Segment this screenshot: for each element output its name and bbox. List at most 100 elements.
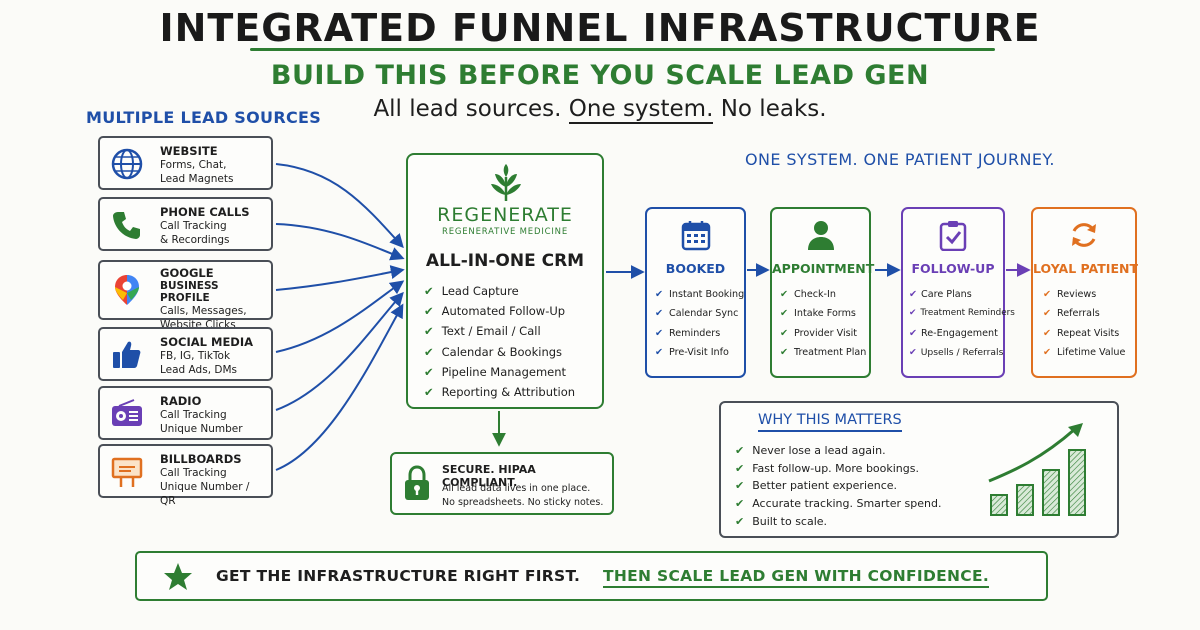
stage-title: FOLLOW-UP (911, 261, 995, 276)
why-card: WHY THIS MATTERS ✔Never lose a lead agai… (719, 401, 1119, 538)
tagline-part-a: All lead sources. (373, 96, 569, 122)
crm-feature: ✔Text / Email / Call (424, 324, 541, 339)
source-title: WEBSITE (160, 144, 218, 158)
source-detail: Lead Magnets (160, 173, 234, 185)
stage-item: ✔Reminders (655, 327, 721, 339)
source-title: SOCIAL MEDIA (160, 335, 254, 349)
source-title: GOOGLE (160, 266, 214, 280)
crm-card: REGENERATE REGENERATIVE MEDICINE ALL-IN-… (406, 153, 604, 409)
lead-sources-title: MULTIPLE LEAD SOURCES (86, 108, 322, 127)
stage-title: LOYAL PATIENT (1033, 261, 1138, 276)
stage-item: ✔Care Plans (909, 289, 972, 300)
source-card-radio: RADIO Call Tracking Unique Number (98, 386, 273, 440)
stage-item: ✔Re-Engagement (909, 327, 998, 339)
check-icon: ✔ (735, 514, 745, 528)
source-title: BILLBOARDS (160, 452, 242, 466)
check-icon: ✔ (909, 289, 918, 300)
check-icon: ✔ (424, 344, 434, 359)
why-item: ✔Built to scale. (735, 514, 828, 528)
why-item: ✔Fast follow-up. More bookings. (735, 461, 919, 475)
stage-appointment: APPOINTMENT ✔Check-In ✔Intake Forms ✔Pro… (770, 207, 875, 378)
check-icon: ✔ (735, 444, 745, 457)
check-icon: ✔ (424, 304, 434, 319)
source-detail: & Recordings (160, 234, 230, 246)
radio-icon (112, 399, 142, 426)
stage-item: ✔Repeat Visits (1043, 327, 1120, 339)
stage-item: ✔Reviews (1043, 289, 1097, 300)
why-list: ✔Never lose a lead again. ✔Fast follow-u… (735, 442, 941, 531)
stage-booked: BOOKED ✔Instant Booking ✔Calendar Sync ✔… (645, 207, 746, 378)
growth-chart-icon (988, 423, 1086, 516)
check-icon: ✔ (780, 327, 789, 339)
stage-title: APPOINTMENT (772, 261, 875, 276)
check-icon: ✔ (735, 461, 745, 475)
check-icon: ✔ (1043, 327, 1052, 339)
stage-item: ✔Intake Forms (780, 308, 856, 320)
why-item: ✔Accurate tracking. Smarter spend. (735, 497, 942, 511)
source-detail: Call Tracking (160, 220, 227, 232)
title-underline (250, 48, 995, 51)
source-card-phone-calls: PHONE CALLS Call Tracking & Recordings (98, 197, 273, 251)
why-item: ✔Better patient experience. (735, 479, 898, 493)
check-icon: ✔ (735, 479, 745, 493)
hipaa-title: SECURE. HIPAA COMPLIANT. (442, 463, 536, 489)
source-detail: Forms, Chat, (160, 159, 227, 171)
footer-banner: GET THE INFRASTRUCTURE RIGHT FIRST. THEN… (135, 551, 1048, 601)
tagline: All lead sources. One system. No leaks. (0, 96, 1200, 124)
billboard-icon (111, 457, 143, 487)
check-icon: ✔ (780, 308, 789, 320)
check-icon: ✔ (655, 327, 664, 339)
source-detail: Call Tracking (160, 409, 227, 421)
check-icon: ✔ (780, 347, 789, 359)
source-subtitle: BUSINESS PROFILE (160, 280, 219, 304)
refresh-icon (1072, 223, 1096, 247)
check-icon: ✔ (655, 347, 664, 359)
check-icon: ✔ (424, 324, 434, 339)
brand-name: REGENERATE (437, 204, 573, 226)
crm-feature: ✔Calendar & Bookings (424, 344, 563, 359)
source-card-website: WEBSITE Forms, Chat, Lead Magnets (98, 136, 273, 190)
hipaa-text: No spreadsheets. No sticky notes. (442, 497, 604, 508)
stage-item: ✔Instant Booking (655, 289, 745, 300)
check-icon: ✔ (424, 364, 434, 379)
hipaa-text: All lead data lives in one place. (442, 483, 591, 494)
stage-follow-up: FOLLOW-UP ✔Care Plans ✔Treatment Reminde… (901, 207, 1015, 378)
check-icon: ✔ (424, 385, 434, 400)
footer-text-a: GET THE INFRASTRUCTURE RIGHT FIRST. (216, 567, 581, 585)
globe-icon (111, 148, 143, 180)
stage-item: ✔Check-In (780, 289, 836, 300)
stage-item: ✔Calendar Sync (655, 308, 739, 320)
page-subtitle: BUILD THIS BEFORE YOU SCALE LEAD GEN (270, 60, 930, 91)
crm-feature: ✔Reporting & Attribution (424, 385, 576, 400)
check-icon: ✔ (655, 308, 664, 320)
source-card-social-media: SOCIAL MEDIA FB, IG, TikTok Lead Ads, DM… (98, 327, 273, 381)
check-icon: ✔ (424, 284, 434, 298)
journey-title: ONE SYSTEM. ONE PATIENT JOURNEY. (745, 150, 1055, 169)
check-icon: ✔ (909, 308, 917, 319)
stage-item: ✔Lifetime Value (1043, 347, 1126, 359)
stage-item: ✔Pre-Visit Info (655, 347, 729, 359)
source-title: PHONE CALLS (160, 205, 250, 219)
crm-feature: ✔Automated Follow-Up (424, 304, 566, 319)
crm-title: ALL-IN-ONE CRM (425, 251, 585, 271)
stage-item-list: ✔Check-In ✔Intake Forms ✔Provider Visit … (780, 285, 866, 363)
footer-text-b: THEN SCALE LEAD GEN WITH CONFIDENCE. (603, 567, 990, 588)
stage-item-list: ✔Care Plans ✔Treatment Reminders ✔Re-Eng… (909, 285, 1015, 363)
calendar-icon (681, 221, 710, 251)
phone-icon (113, 212, 140, 239)
check-icon: ✔ (735, 497, 745, 511)
hipaa-card: SECURE. HIPAA COMPLIANT. All lead data l… (390, 452, 614, 515)
check-icon: ✔ (1043, 289, 1052, 300)
lock-icon (405, 465, 429, 500)
stage-item: ✔Treatment Plan (780, 347, 867, 359)
source-card-billboards: BILLBOARDS Call Tracking Unique Number /… (98, 444, 273, 507)
star-icon (164, 563, 192, 590)
tagline-part-b: One system. (568, 96, 714, 124)
check-icon: ✔ (909, 327, 918, 339)
source-detail: Lead Ads, DMs (160, 364, 237, 376)
check-icon: ✔ (655, 289, 664, 300)
source-detail: FB, IG, TikTok (160, 350, 231, 362)
source-detail: Calls, Messages, (160, 305, 247, 317)
check-icon: ✔ (780, 289, 789, 300)
